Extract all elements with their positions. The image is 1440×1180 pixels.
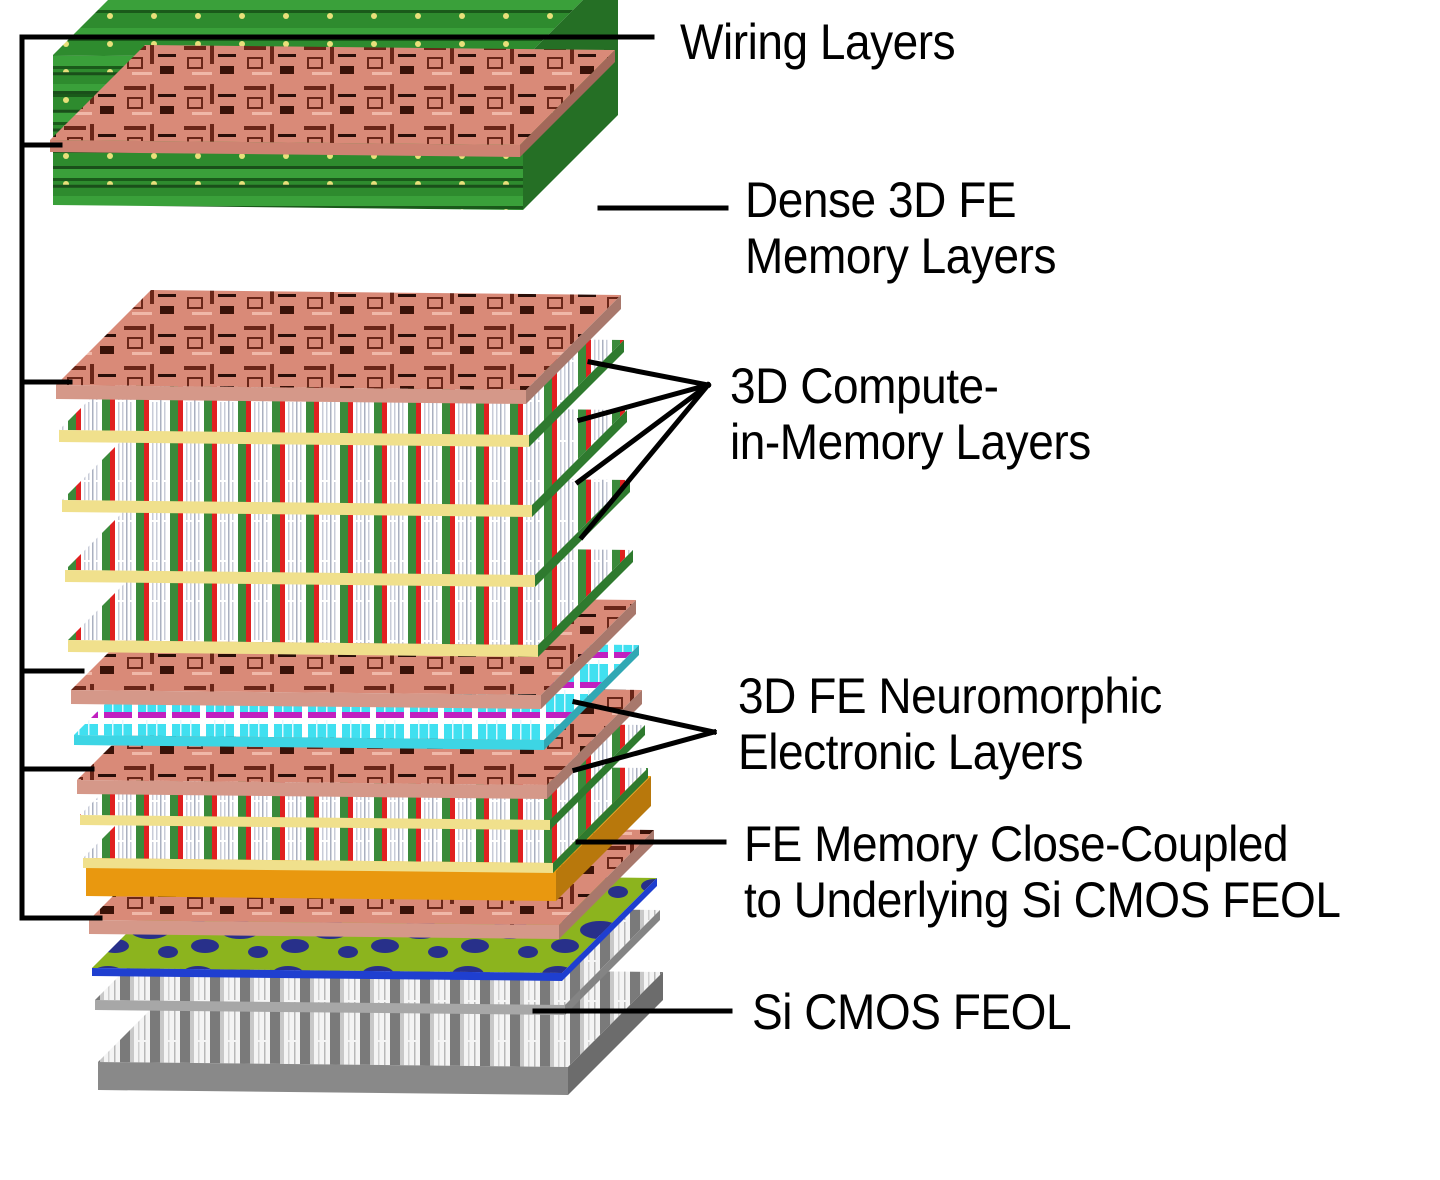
label-line: Si CMOS FEOL bbox=[752, 984, 1072, 1040]
label-fe-neuromorphic: 3D FE Neuromorphic Electronic Layers bbox=[738, 668, 1162, 780]
layer-stack bbox=[50, 0, 663, 1095]
layer-front-face bbox=[80, 815, 550, 830]
label-line: 3D Compute- bbox=[730, 358, 999, 414]
layer-side-face bbox=[550, 725, 645, 830]
leader-lines bbox=[19, 34, 733, 1014]
layer-side-face bbox=[553, 768, 648, 873]
layer-front-face bbox=[50, 140, 520, 157]
label-line: to Underlying Si CMOS FEOL bbox=[744, 872, 1341, 928]
label-si-cmos-feol: Si CMOS FEOL bbox=[752, 984, 1072, 1040]
layer-front-face bbox=[83, 858, 553, 873]
layer-front-face bbox=[59, 430, 529, 447]
layer-top-face bbox=[50, 45, 615, 145]
label-line: 3D FE Neuromorphic bbox=[738, 668, 1162, 724]
label-compute-in-memory: 3D Compute- in-Memory Layers bbox=[730, 358, 1091, 470]
label-fe-memory-close-coupled: FE Memory Close-Coupled to Underlying Si… bbox=[744, 816, 1341, 928]
label-line: Dense 3D FE bbox=[745, 172, 1017, 228]
label-dense-fe-memory: Dense 3D FE Memory Layers bbox=[745, 172, 1056, 284]
label-wiring-layers: Wiring Layers bbox=[680, 14, 956, 70]
layer-top-face bbox=[56, 290, 621, 390]
layer-front-face bbox=[89, 920, 559, 939]
layer-side-face bbox=[532, 410, 627, 517]
label-line: FE Memory Close-Coupled bbox=[744, 816, 1289, 872]
leader-cim-3 bbox=[574, 381, 712, 486]
layer-side-face bbox=[568, 972, 663, 1095]
layer-front-face bbox=[56, 385, 526, 404]
leader-cim-2 bbox=[576, 381, 712, 424]
layer-front-face bbox=[95, 1000, 565, 1015]
leader-neuro-1 bbox=[572, 699, 717, 735]
layer-side-face bbox=[562, 878, 657, 981]
label-line: Electronic Layers bbox=[738, 724, 1083, 780]
layer-side-face bbox=[538, 550, 633, 657]
layer-front-face bbox=[65, 570, 535, 587]
layer-side-face bbox=[559, 830, 654, 939]
layer-side-face bbox=[520, 50, 615, 157]
layer-side-face bbox=[547, 690, 642, 799]
layer-front-face bbox=[98, 1062, 568, 1095]
layer-front-face bbox=[62, 500, 532, 517]
layer-front-face bbox=[74, 735, 544, 750]
label-line: Memory Layers bbox=[745, 228, 1056, 284]
layer-front-face bbox=[77, 780, 547, 799]
leader-cim-1 bbox=[587, 359, 711, 388]
leader-neuro-2 bbox=[571, 728, 718, 774]
layer-top-face bbox=[53, 0, 583, 60]
label-line: in-Memory Layers bbox=[730, 414, 1091, 470]
layer-side-face bbox=[541, 600, 636, 709]
layer-side-face bbox=[565, 910, 660, 1015]
layer-side-face bbox=[544, 645, 639, 750]
layer-side-face bbox=[556, 776, 651, 901]
layer-front-face bbox=[71, 690, 541, 709]
layer-front-face bbox=[68, 640, 538, 657]
layer-front-face bbox=[92, 968, 562, 981]
label-line: Wiring Layers bbox=[680, 14, 956, 70]
layer-side-face bbox=[526, 295, 621, 404]
layer-wiring-top bbox=[50, 45, 615, 157]
layer-side-face bbox=[529, 340, 624, 447]
layer-wiring-2 bbox=[56, 290, 621, 404]
leader-cim-4 bbox=[578, 381, 712, 541]
layer-front-face bbox=[86, 866, 556, 901]
